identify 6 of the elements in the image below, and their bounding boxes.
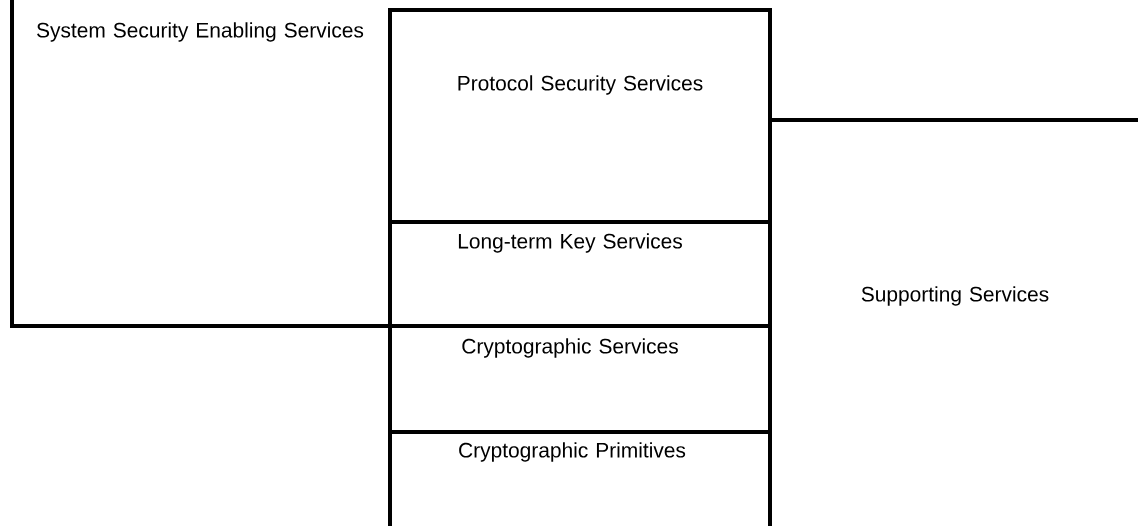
layer-box: Cryptographic Services xyxy=(388,324,772,434)
layer-box: Cryptographic Primitives xyxy=(388,430,772,526)
layer-box: Long-term Key Services xyxy=(388,220,772,328)
layer-box: Supporting Services xyxy=(768,118,1138,526)
layer-box: System Security Enabling Services xyxy=(10,0,390,328)
layer-box: Protocol Security Services xyxy=(388,8,772,224)
